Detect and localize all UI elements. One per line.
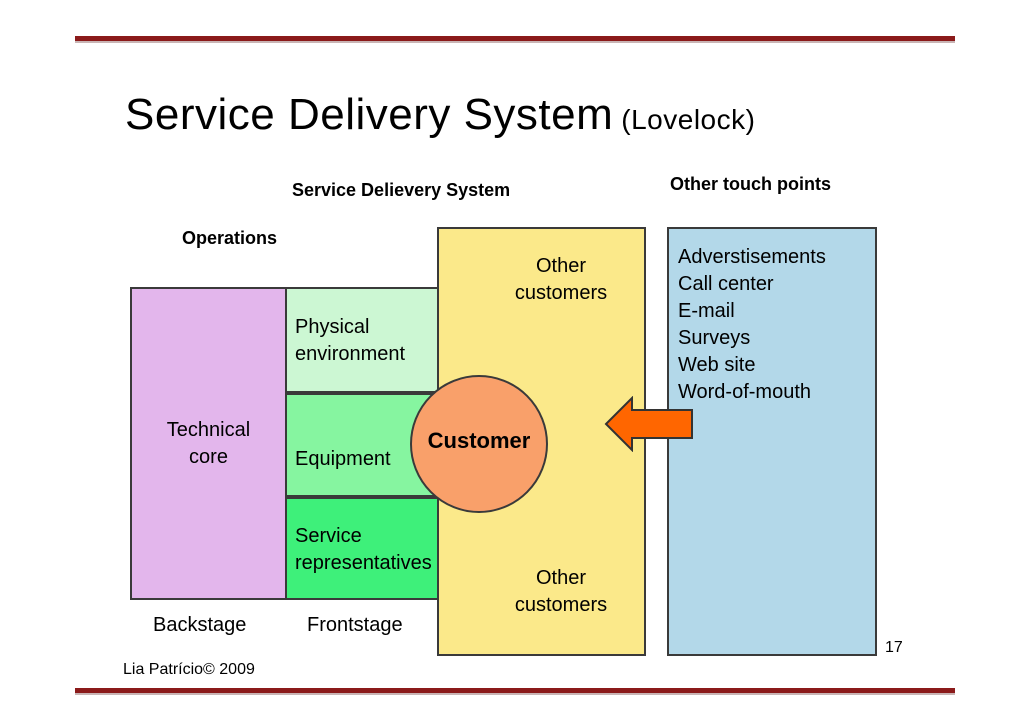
equipment-label: Equipment — [295, 448, 391, 470]
other-touch-points-header: Other touch points — [670, 174, 831, 194]
touch-points-list: Adverstisements Call center E-mail Surve… — [678, 244, 826, 406]
physical-environment-box — [285, 287, 445, 393]
frontstage-label: Frontstage — [307, 614, 403, 636]
other-customers-bottom: Other customers — [505, 565, 617, 619]
touch-points-box — [667, 227, 877, 656]
page-number: 17 — [885, 639, 903, 656]
physical-environment-line-1: Physical — [295, 316, 370, 338]
customer-circle — [410, 375, 548, 513]
touch-point-item: E-mail — [678, 300, 735, 322]
backstage-label: Backstage — [153, 614, 247, 636]
technical-core-box — [130, 287, 287, 600]
customer-label: Customer — [427, 428, 531, 453]
slide-title: Service Delivery System(Lovelock) — [125, 90, 755, 140]
physical-environment-line-2: environment — [295, 343, 406, 365]
top-rule — [75, 36, 955, 43]
touch-point-item: Adverstisements — [678, 246, 826, 268]
service-delivery-system-header: Service Delievery System — [292, 180, 511, 200]
service-representatives-label: Service representatives — [295, 523, 442, 577]
left-arrow-icon — [604, 396, 693, 452]
other-customers-top-line-2: customers — [514, 282, 608, 304]
touch-point-item: Surveys — [678, 327, 751, 349]
touch-point-item: Word-of-mouth — [678, 381, 812, 403]
title-text: Service Delivery System — [125, 90, 614, 139]
bottom-rule — [75, 688, 955, 695]
other-customers-bottom-line-1: Other — [535, 567, 587, 589]
footer-credit: Lia Patrício© 2009 — [123, 661, 255, 678]
technical-core-line-1: Technical — [166, 419, 251, 441]
title-suffix: (Lovelock) — [621, 104, 756, 135]
other-customers-bottom-line-2: customers — [514, 594, 608, 616]
other-customers-top: Other customers — [505, 253, 617, 307]
service-representatives-line-2: representatives — [295, 552, 432, 574]
technical-core-line-2: core — [189, 446, 228, 468]
service-representatives-line-1: Service — [295, 525, 362, 547]
physical-environment-label: Physical environment — [295, 314, 405, 368]
touch-point-item: Web site — [678, 354, 756, 376]
operations-label: Operations — [182, 228, 278, 248]
technical-core-label: Technical core — [130, 417, 287, 471]
touch-point-item: Call center — [678, 273, 774, 295]
other-customers-top-line-1: Other — [535, 255, 587, 277]
